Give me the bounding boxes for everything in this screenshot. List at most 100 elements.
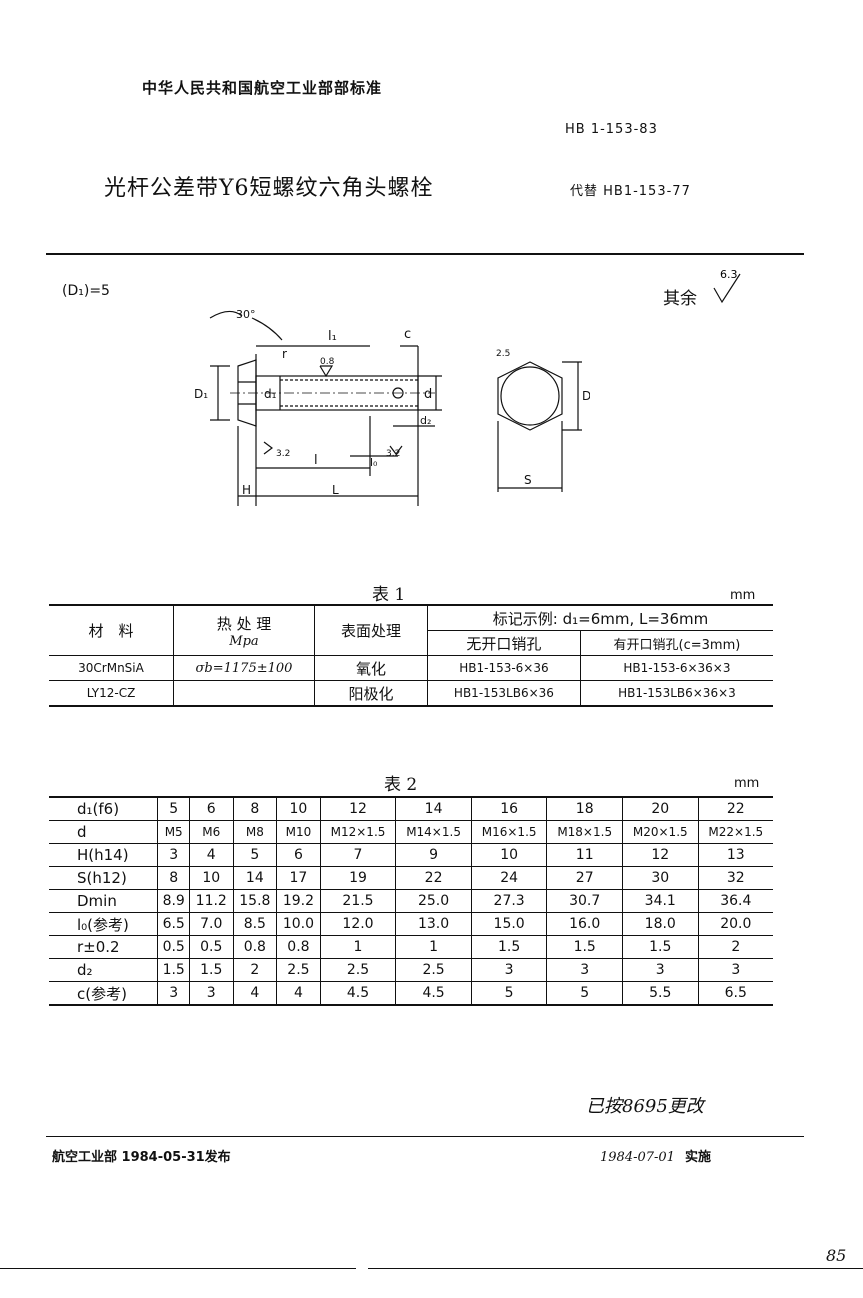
table-cell: 19	[319, 866, 397, 890]
table-cell: 14	[395, 796, 472, 821]
header-no-hole: 无开口销孔	[427, 630, 581, 656]
change-note: 已按8695更改	[586, 1096, 704, 1117]
table-cell: 27.3	[470, 889, 548, 913]
l0-label: l₀	[370, 456, 378, 469]
table-cell: 17	[276, 866, 321, 890]
document-title: 光杆公差带Y6短螺纹六角头螺栓	[104, 176, 434, 201]
table-cell: 18.0	[621, 912, 699, 936]
cell-surface: 阳极化	[314, 680, 428, 707]
row-label: H(h14)	[49, 843, 159, 867]
row-label: Dmin	[49, 889, 159, 913]
table-cell: 5	[546, 981, 623, 1006]
l-label: l	[314, 453, 318, 468]
table2-caption: 表 2	[384, 775, 418, 795]
table-cell: 21.5	[319, 889, 397, 913]
table-cell: 1.5	[470, 935, 548, 959]
row-label: l₀(参考)	[49, 912, 159, 936]
table-cell: 6.5	[157, 912, 190, 936]
table-cell: 0.8	[232, 935, 278, 959]
table-cell: 0.5	[157, 935, 190, 959]
table-cell: 4.5	[395, 981, 472, 1006]
table-cell: 1	[319, 935, 397, 959]
header-with-hole: 有开口销孔(c=3mm)	[579, 630, 773, 656]
table-cell: 8	[157, 866, 190, 890]
table-cell: 12	[319, 796, 397, 821]
roughness-08-label: 0.8	[320, 357, 335, 367]
cell-no-hole: HB1-153-6×36	[427, 655, 581, 681]
roughness-25-label: 2.5	[496, 349, 510, 359]
bolt-drawing: 30° l₁ c r 0.8 D₁ d₁ d d₂ 3.2 l l₀ 3.2 H…	[194, 308, 590, 506]
table-cell: 3	[188, 981, 234, 1006]
cell-material: 30CrMnSiA	[49, 655, 174, 681]
table-cell: 11	[546, 843, 623, 867]
table-cell: 2.5	[395, 958, 472, 982]
table1-unit: mm	[730, 588, 756, 603]
row-label: S(h12)	[49, 866, 159, 890]
table-cell: 5	[232, 843, 278, 867]
table-cell: 2.5	[319, 958, 397, 982]
header-divider	[46, 253, 804, 255]
row-label: d₂	[49, 958, 159, 982]
table-cell: 0.5	[188, 935, 234, 959]
table-cell: 1.5	[546, 935, 623, 959]
table-cell: 3	[157, 981, 190, 1006]
table-cell: 24	[470, 866, 548, 890]
table-cell: 32	[697, 866, 773, 890]
table1-caption: 表 1	[372, 585, 406, 605]
table-cell: 4	[276, 981, 321, 1006]
implement-label: 实施	[684, 1150, 711, 1165]
table-cell: 3	[621, 958, 699, 982]
table-cell: 12	[621, 843, 699, 867]
table2-unit: mm	[734, 776, 760, 791]
table-cell: M12×1.5	[319, 820, 397, 844]
cotter-hole	[392, 387, 404, 399]
table-cell: 30	[621, 866, 699, 890]
table-cell: 11.2	[188, 889, 234, 913]
implement-date: 1984-07-01	[600, 1150, 675, 1165]
header-marking-example: 标记示例: d₁=6mm, L=36mm	[427, 604, 773, 631]
table-cell: 18	[546, 796, 623, 821]
table-cell: 5	[470, 981, 548, 1006]
table-cell: 36.4	[697, 889, 773, 913]
table-cell: 1.5	[188, 958, 234, 982]
table-cell: 10	[188, 866, 234, 890]
table-cell: 20	[621, 796, 699, 821]
cell-heat: σb=1175±100	[173, 655, 315, 681]
cell-heat	[173, 680, 315, 707]
footer-divider	[46, 1136, 804, 1137]
cell-no-hole: HB1-153LB6×36	[427, 680, 581, 707]
roughness-32-label: 3.2	[276, 449, 290, 459]
d1-label: d₁	[264, 387, 277, 401]
D1-label: D₁	[194, 387, 208, 401]
c-label: c	[404, 327, 411, 342]
d-label: d	[424, 387, 432, 402]
table-cell: 3	[546, 958, 623, 982]
material-table: 材 料 热 处 理 Mpa 表面处理 标记示例: d₁=6mm, L=36mm …	[49, 604, 773, 707]
standard-number: HB 1-153-83	[565, 122, 658, 137]
table-cell: 25.0	[395, 889, 472, 913]
table-cell: 1	[395, 935, 472, 959]
table-cell: M8	[232, 820, 278, 844]
replaces-note: 代替 HB1-153-77	[570, 184, 691, 199]
table-cell: 3	[470, 958, 548, 982]
table-cell: M16×1.5	[470, 820, 548, 844]
roughness-value: 6.3	[720, 268, 738, 281]
table-cell: 8	[232, 796, 278, 821]
r-label: r	[282, 347, 287, 361]
header-surface: 表面处理	[314, 604, 428, 656]
table-cell: 15.0	[470, 912, 548, 936]
table-cell: 5	[157, 796, 190, 821]
page-rule-left	[0, 1268, 356, 1269]
table-cell: 20.0	[697, 912, 773, 936]
table-cell: 3	[157, 843, 190, 867]
cell-surface: 氧化	[314, 655, 428, 681]
implementation-note: 1984-07-01 实施	[600, 1146, 711, 1165]
table-cell: 19.2	[276, 889, 321, 913]
table-cell: 16	[470, 796, 548, 821]
l1-label: l₁	[328, 329, 337, 344]
